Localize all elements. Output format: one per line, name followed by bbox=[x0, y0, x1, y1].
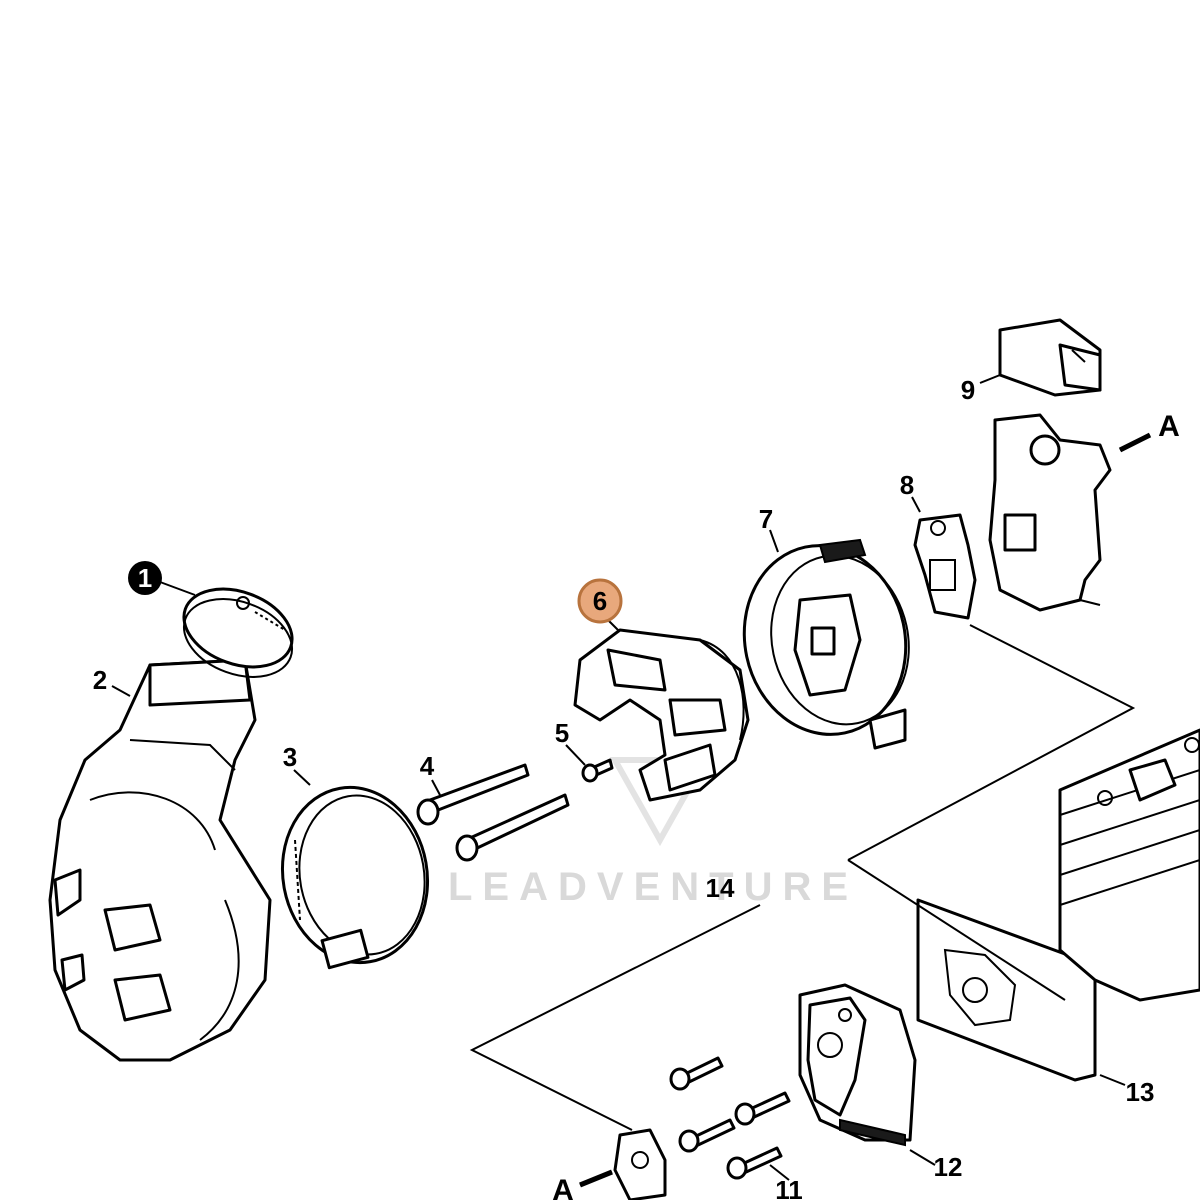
hose-clamp-top[interactable] bbox=[173, 575, 303, 691]
intake-flange[interactable] bbox=[573, 628, 750, 802]
reference-a-bottom: A bbox=[552, 1174, 574, 1200]
callout-1[interactable]: 1 bbox=[128, 561, 162, 595]
insulating-flange[interactable] bbox=[798, 983, 917, 1147]
callout-1-label: 1 bbox=[138, 563, 152, 593]
cylinder[interactable] bbox=[1058, 728, 1200, 1002]
callout-3-label[interactable]: 3 bbox=[283, 742, 297, 772]
air-filter-housing[interactable] bbox=[48, 658, 272, 1062]
callout-2-label[interactable]: 2 bbox=[93, 665, 107, 695]
gasket-carb[interactable] bbox=[913, 513, 977, 620]
carburetor-housing[interactable] bbox=[727, 530, 924, 750]
callout-14-label[interactable]: 14 bbox=[706, 873, 735, 903]
callout-12-label[interactable]: 12 bbox=[934, 1152, 963, 1182]
callout-4-label[interactable]: 4 bbox=[420, 751, 435, 781]
carburetor-cap[interactable] bbox=[998, 318, 1102, 397]
carburetor[interactable] bbox=[988, 413, 1112, 612]
callout-7-label[interactable]: 7 bbox=[759, 504, 773, 534]
screws-short[interactable] bbox=[669, 1056, 791, 1180]
callout-9-label[interactable]: 9 bbox=[961, 375, 975, 405]
callout-11-label[interactable]: 11 bbox=[775, 1175, 803, 1200]
gasket-bottom[interactable] bbox=[613, 1128, 667, 1200]
watermark-text: LEADVENTURE bbox=[448, 865, 858, 909]
reference-a-top: A bbox=[1158, 410, 1180, 443]
watermark: LEADVENTURE bbox=[448, 757, 858, 909]
screws-long[interactable] bbox=[416, 763, 570, 862]
callout-13-label[interactable]: 13 bbox=[1126, 1077, 1155, 1107]
screw-small[interactable] bbox=[581, 758, 614, 783]
hose-clamp-large[interactable] bbox=[269, 776, 441, 974]
assembly-bracket-14 bbox=[469, 624, 1136, 1131]
callout-8-label[interactable]: 8 bbox=[900, 470, 914, 500]
callout-5-label[interactable]: 5 bbox=[555, 718, 569, 748]
callout-6-label: 6 bbox=[593, 586, 607, 616]
callout-6-highlighted[interactable]: 6 bbox=[577, 578, 623, 624]
